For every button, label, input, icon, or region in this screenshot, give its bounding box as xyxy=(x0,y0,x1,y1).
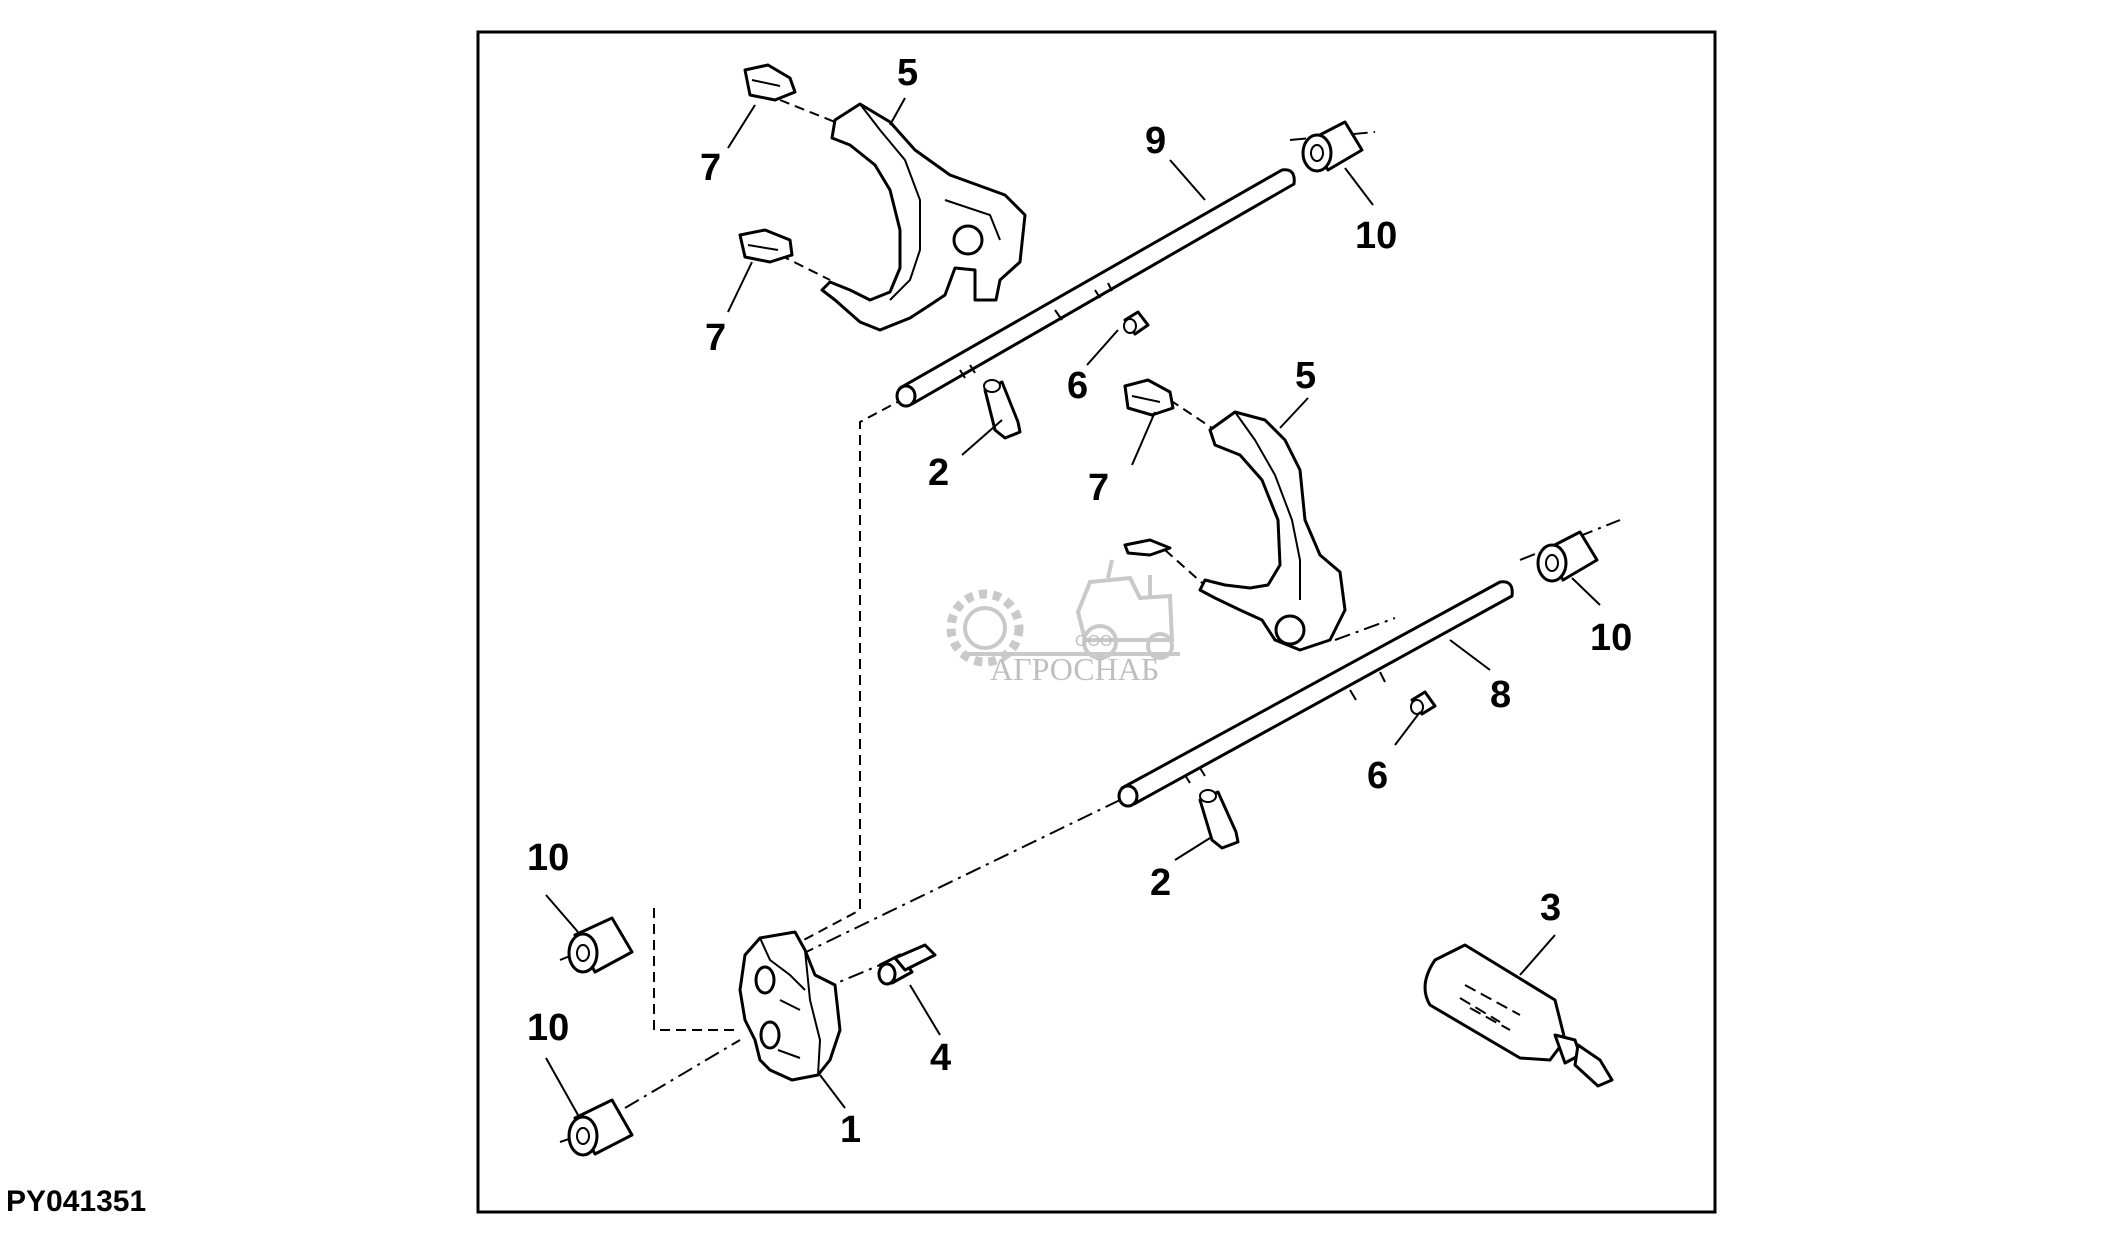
bushing-10-left-lower xyxy=(567,1098,634,1157)
bushing-10-right xyxy=(1536,530,1599,583)
shift-fork-lower xyxy=(1198,410,1347,652)
watermark: ООО АГРОСНАБ xyxy=(946,559,1180,687)
callout-10-upper: 10 xyxy=(1355,215,1397,257)
detent-plunger-2-upper xyxy=(983,379,1022,440)
callout-2-lower: 2 xyxy=(1150,862,1171,904)
gear-logo-icon xyxy=(946,589,1024,667)
diagram-frame xyxy=(476,30,1717,1214)
shift-fork-upper xyxy=(820,102,1027,332)
callout-7-upper-b: 7 xyxy=(705,317,726,359)
callout-9: 9 xyxy=(1145,120,1166,162)
shift-rail-upper xyxy=(895,168,1296,408)
bushing-10-left-upper xyxy=(567,916,634,974)
callout-10-left-upper: 10 xyxy=(527,837,569,879)
callout-4: 4 xyxy=(930,1037,951,1079)
shift-rail-lower xyxy=(1117,580,1514,808)
callout-2-upper: 2 xyxy=(928,452,949,494)
callout-6-lower: 6 xyxy=(1367,755,1388,797)
shift-pad-7b xyxy=(738,228,794,264)
roll-pin-6-lower xyxy=(1410,690,1437,716)
shift-pad-7c xyxy=(1123,378,1175,417)
roll-pin-6-upper xyxy=(1123,310,1150,336)
callout-7-lower: 7 xyxy=(1088,467,1109,509)
callout-3: 3 xyxy=(1540,887,1561,929)
assembly-lines xyxy=(559,99,1621,1143)
shift-pad-7a xyxy=(743,63,797,102)
watermark-company-small: ООО xyxy=(1075,633,1112,650)
callout-6-upper: 6 xyxy=(1067,365,1088,407)
watermark-company-name: АГРОСНАБ xyxy=(990,651,1159,687)
callout-5-upper: 5 xyxy=(897,52,918,94)
tractor-icon xyxy=(1075,559,1175,660)
callout-10-right: 10 xyxy=(1590,617,1632,659)
shift-bracket-1 xyxy=(738,930,842,1082)
cap-screw-4 xyxy=(877,943,937,986)
callout-7-upper-a: 7 xyxy=(700,147,721,189)
callouts: 5 7 7 9 10 6 2 5 7 10 8 6 2 10 10 4 1 3 xyxy=(527,52,1632,1151)
detent-plunger-2-lower xyxy=(1198,789,1240,850)
sealant-bottle-3 xyxy=(1423,943,1614,1088)
figure-id: PY041351 xyxy=(6,1185,147,1218)
callout-10-left-lower: 10 xyxy=(527,1007,569,1049)
bushing-10-upper xyxy=(1301,120,1364,173)
callout-8: 8 xyxy=(1490,674,1511,716)
leader-lines xyxy=(545,97,1601,1116)
callout-5-lower: 5 xyxy=(1295,355,1316,397)
callout-1: 1 xyxy=(840,1109,861,1151)
shift-pad-7d xyxy=(1123,538,1172,557)
